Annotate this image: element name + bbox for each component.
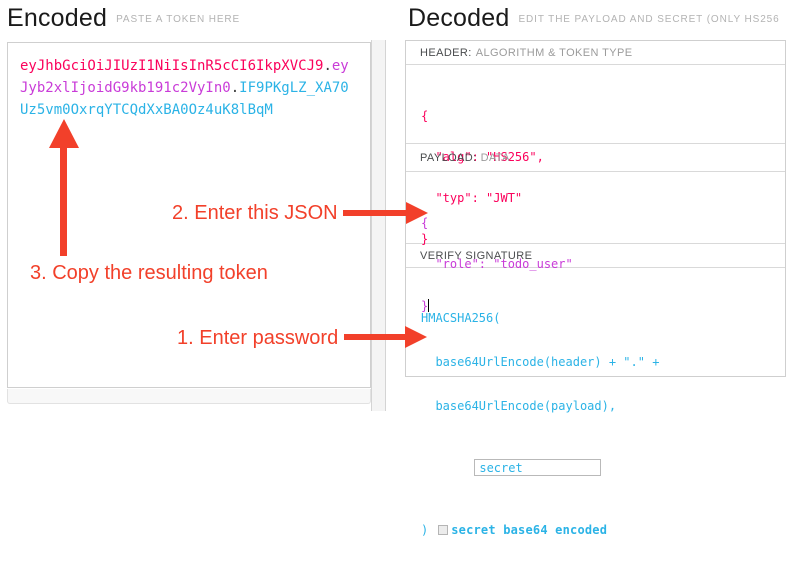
payload-label-strong: PAYLOAD: (420, 151, 477, 164)
step2-arrow-tail (343, 210, 407, 216)
step3-annotation: 3. Copy the resulting token (30, 262, 268, 284)
verify-code-line: base64UrlEncode(payload), (421, 399, 617, 413)
header-json-line: } (421, 232, 429, 246)
encoded-token-textarea[interactable]: eyJhbGciOiJIUzI1NiIsInR5cCI6IkpXVCJ9.eyJ… (8, 43, 356, 121)
step1-arrow-head-icon (405, 326, 427, 348)
token-header-segment: eyJhbGciOiJIUzI1NiIsInR5cCI6IkpXVCJ9 (20, 58, 324, 74)
payload-json-line: { (421, 216, 429, 230)
header-json-editor[interactable]: { "alg": "HS256", "typ": "JWT" } (406, 65, 785, 246)
verify-signature-area: HMACSHA256( base64UrlEncode(header) + ".… (406, 268, 785, 537)
step1-annotation: 1. Enter password (177, 327, 339, 349)
payload-json-editor[interactable]: { "role": "todo_user" } (406, 172, 785, 313)
verify-code-line: base64UrlEncode(header) + "." + (421, 355, 660, 369)
token-payload-segment: eyJyb2xlIjoidG9kb191c2VyIn0 (20, 58, 349, 96)
step3-arrow-head-icon (49, 119, 79, 148)
header-json-line: "alg": "HS256", (421, 150, 544, 164)
base64-encoded-checkbox[interactable] (438, 525, 449, 535)
step1-arrow-tail (344, 334, 406, 340)
column-divider (371, 40, 386, 411)
header-json-line: { (421, 109, 429, 123)
header-label-strong: HEADER: (420, 46, 472, 59)
text-cursor (428, 299, 430, 312)
secret-input[interactable] (474, 459, 602, 476)
decoded-panel: HEADER: ALGORITHM & TOKEN TYPE { "alg": … (405, 40, 786, 537)
verify-code-line: HMACSHA256( (421, 311, 501, 325)
payload-label-rest: DATA (480, 151, 510, 164)
step3-arrow-tail (60, 147, 67, 256)
encoded-subtitle: PASTE A TOKEN HERE (116, 14, 241, 25)
base64-encoded-label[interactable]: secret base64 encoded (451, 523, 608, 537)
token-separator-dot: . (230, 80, 240, 96)
step2-arrow-head-icon (406, 202, 428, 224)
encoded-box-bottom-strip (7, 389, 371, 404)
payload-json-line: "role": "todo_user" (421, 257, 573, 271)
encoded-panel-title: Encoded PASTE A TOKEN HERE (7, 4, 240, 33)
encoded-title: Encoded (7, 4, 108, 32)
payload-json-line: } (421, 299, 430, 313)
verify-label-strong: VERIFY SIGNATURE (420, 249, 533, 262)
header-label-rest: ALGORITHM & TOKEN TYPE (475, 46, 633, 59)
header-section-label: HEADER: ALGORITHM & TOKEN TYPE (406, 41, 785, 65)
verify-section-label: VERIFY SIGNATURE (406, 244, 785, 268)
token-signature-segment: IF9PKgLZ_XA70Uz5vm0OxrqYTCQdXxBA0Oz4uK8l… (20, 80, 349, 118)
payload-section-label: PAYLOAD: DATA (406, 144, 785, 172)
token-separator-dot: . (323, 58, 332, 74)
encoded-token-box[interactable]: eyJhbGciOiJIUzI1NiIsInR5cCI6IkpXVCJ9.eyJ… (7, 42, 371, 388)
decoded-title: Decoded (408, 4, 510, 32)
header-json-line: "typ": "JWT" (421, 191, 523, 205)
step2-annotation: 2. Enter this JSON (172, 202, 338, 224)
verify-close-paren: ) (421, 523, 429, 537)
